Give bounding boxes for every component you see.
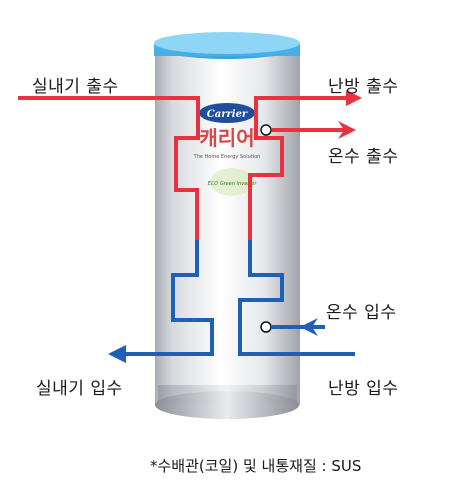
hot-water-out-arrowhead	[338, 121, 356, 139]
label-hot-water-out: 온수 출수	[328, 147, 399, 167]
label-hot-water-in: 온수 입수	[326, 303, 397, 323]
brand-tagline: The Home Energy Solution	[193, 154, 261, 160]
hot-water-coil	[18, 96, 346, 240]
label-heating-in: 난방 입수	[328, 379, 399, 399]
eco-badge-text: ECO Green Inverter	[208, 181, 258, 187]
indoor-in-arrowhead	[108, 345, 126, 363]
hot-water-in-arrowhead	[300, 318, 318, 336]
material-footnote: *수배관(코일) 및 내통재질 : SUS	[150, 457, 362, 475]
hot-water-in-port	[260, 321, 272, 333]
carrier-logo-text: Carrier	[207, 109, 248, 120]
label-heating-out: 난방 출수	[328, 77, 399, 97]
label-indoor-in: 실내기 입수	[36, 379, 123, 399]
hot-water-out-port	[260, 124, 272, 136]
label-indoor-out: 실내기 출수	[32, 77, 119, 97]
brand-korean-name: 캐리어	[199, 126, 254, 150]
cold-water-coil	[126, 240, 355, 356]
heating-out-arrowhead	[346, 90, 362, 106]
carrier-logo: Carrier	[199, 103, 255, 123]
eco-green-badge: ECO Green Inverter	[208, 168, 258, 196]
water-tank	[154, 32, 300, 419]
